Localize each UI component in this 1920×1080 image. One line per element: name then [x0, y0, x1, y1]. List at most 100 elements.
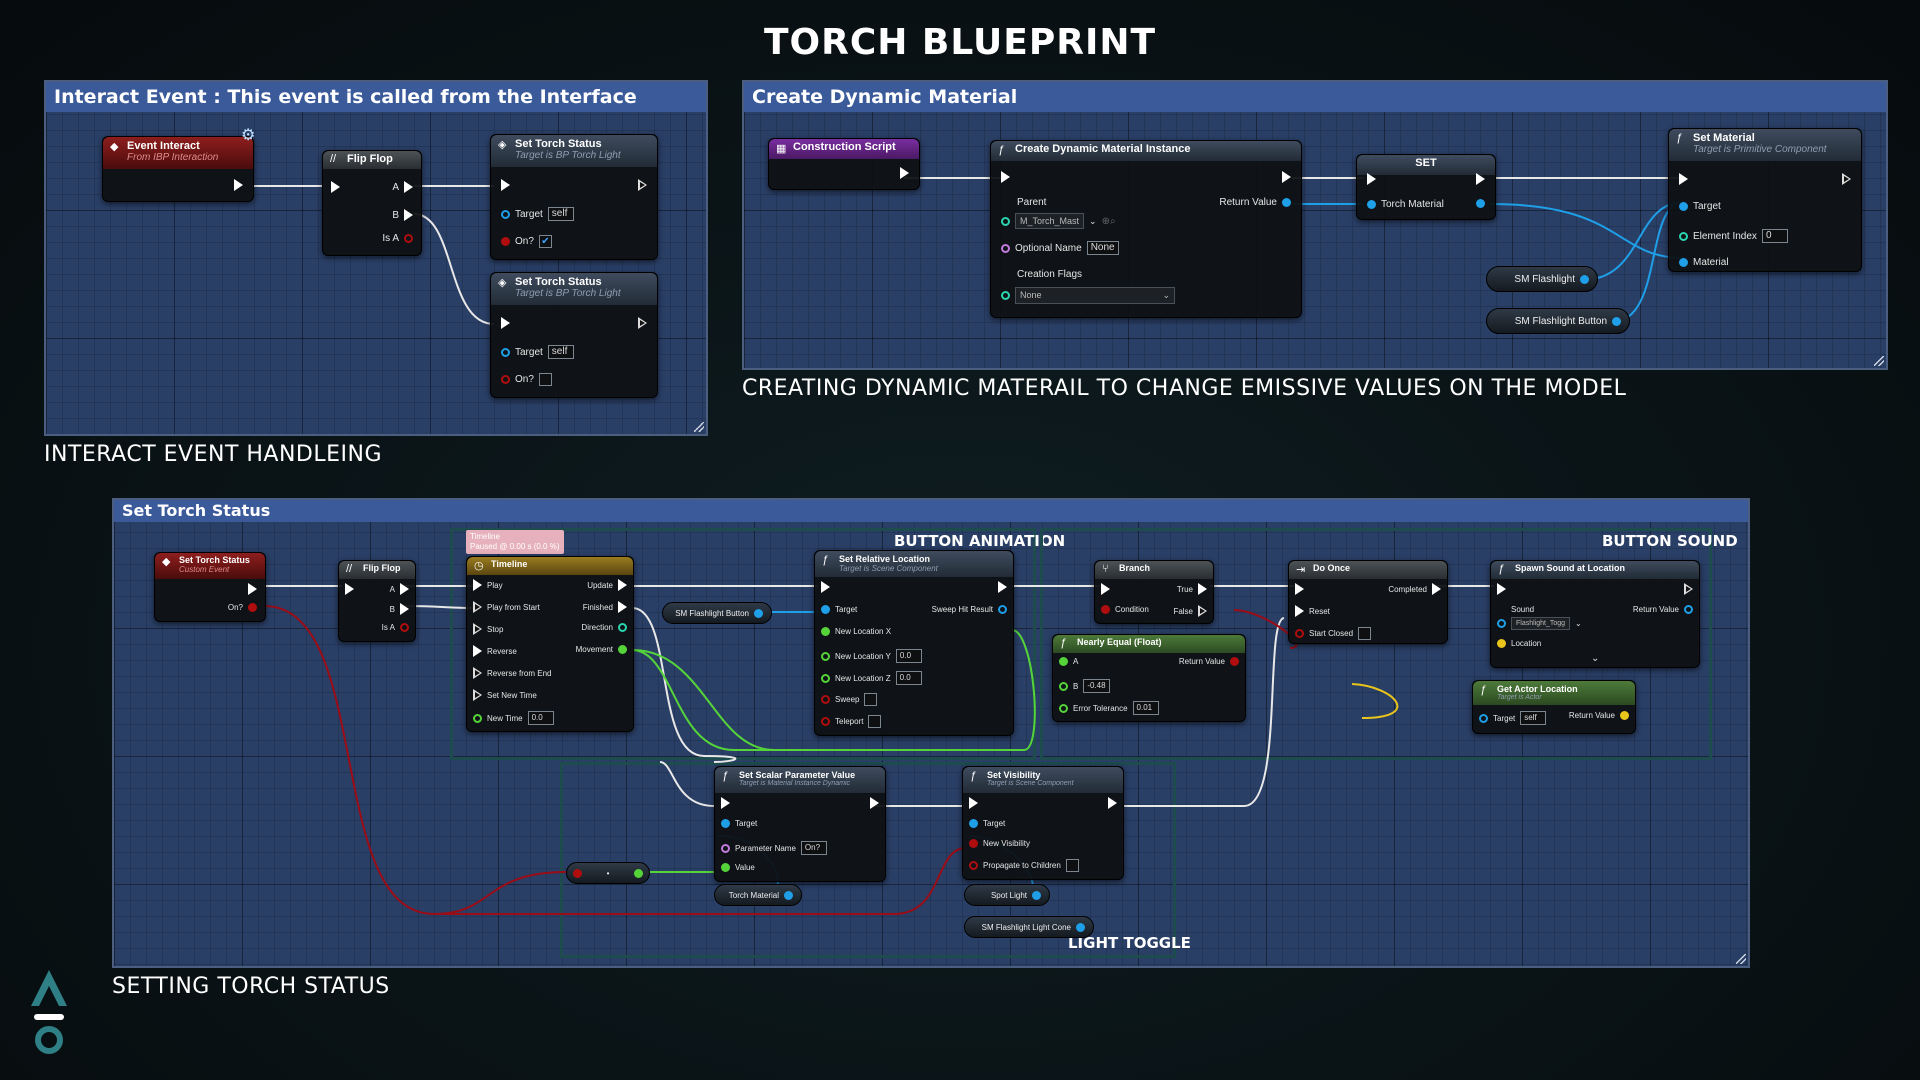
y-pin[interactable] [821, 651, 830, 661]
target-pin[interactable] [821, 605, 830, 614]
sweep-pin[interactable] [821, 695, 830, 704]
return-pin[interactable] [1282, 198, 1291, 207]
dynamic-material-panel[interactable]: Create Dynamic Material ▦ Construction S… [742, 80, 1888, 370]
y-field[interactable]: 0.0 [895, 649, 922, 663]
set-torch-status-off-node[interactable]: ◈ Set Torch Status Target is BP Torch Li… [490, 272, 658, 398]
exec-b-pin[interactable] [400, 603, 409, 615]
get-actor-location-node[interactable]: ƒ Get Actor Location Target is Actor Tar… [1472, 680, 1636, 734]
movement-pin[interactable] [618, 645, 627, 654]
exec-in-pin[interactable] [501, 179, 510, 191]
output-pin[interactable] [754, 608, 763, 618]
spawn-sound-node[interactable]: ƒ Spawn Sound at Location Sound Flashlig… [1490, 560, 1700, 668]
exec-in-pin[interactable] [1101, 583, 1110, 595]
start-closed-checkbox[interactable] [1358, 627, 1372, 640]
on-checkbox[interactable]: ✔ [538, 235, 552, 248]
true-pin[interactable] [1198, 583, 1207, 595]
target-pin[interactable] [501, 347, 510, 357]
location-pin[interactable] [1497, 639, 1506, 648]
stop-pin[interactable] [473, 623, 482, 635]
output-pin[interactable] [784, 890, 793, 900]
get-sm-flashlight-button[interactable]: SM Flashlight Button [1486, 308, 1630, 334]
propagate-pin[interactable] [969, 861, 978, 870]
nearly-equal-node[interactable]: ƒ Nearly Equal (Float) A Return Value B-… [1052, 634, 1246, 722]
tolerance-field[interactable]: 0.01 [1132, 701, 1159, 715]
exec-a-pin[interactable] [400, 583, 409, 595]
sweep-hit-pin[interactable] [998, 605, 1007, 614]
status-flip-flop-node[interactable]: // Flip Flop A B Is A [338, 560, 416, 642]
sound-dropdown[interactable]: Flashlight_Togg [1511, 617, 1571, 630]
completed-pin[interactable] [1432, 583, 1441, 595]
exec-a-pin[interactable] [404, 181, 413, 193]
exec-b-pin[interactable] [404, 209, 413, 221]
exec-out-pin[interactable] [1684, 583, 1693, 595]
flip-flop-node[interactable]: // Flip Flop A B Is A [322, 150, 422, 256]
isa-pin[interactable] [404, 234, 413, 243]
construction-script-node[interactable]: ▦ Construction Script [768, 138, 920, 190]
set-torch-status-on-node[interactable]: ◈ Set Torch Status Target is BP Torch Li… [490, 134, 658, 260]
teleport-pin[interactable] [821, 717, 830, 726]
set-scalar-parameter-node[interactable]: ƒ Set Scalar Parameter Value Target is M… [714, 766, 886, 882]
new-time-pin[interactable] [473, 713, 482, 723]
output-pin[interactable] [1580, 274, 1589, 284]
timeline-node[interactable]: ◷ Timeline Play Play from Start Stop Rev… [466, 556, 634, 732]
target-field[interactable]: self [1520, 711, 1547, 725]
get-spot-light[interactable]: Spot Light [964, 884, 1050, 906]
target-pin[interactable] [969, 819, 978, 828]
target-field[interactable]: self [547, 207, 574, 221]
a-pin[interactable] [1059, 657, 1068, 666]
exec-out-pin[interactable] [638, 317, 647, 329]
event-interact-node[interactable]: ◆ Event Interact From IBP Interaction ⚙ [102, 127, 255, 202]
target-field[interactable]: self [547, 345, 574, 359]
x-pin[interactable] [821, 627, 830, 636]
exec-in-pin[interactable] [1497, 583, 1506, 595]
element-index-field[interactable]: 0 [1761, 229, 1788, 243]
set-material-node[interactable]: ƒ Set Material Target is Primitive Compo… [1668, 128, 1862, 272]
exec-in-pin[interactable] [331, 181, 340, 193]
set-torch-status-panel[interactable]: Set Torch Status BUTTON ANIMATION BUTTON… [112, 498, 1750, 968]
exec-in-pin[interactable] [1001, 171, 1010, 183]
reverse-pin[interactable] [473, 645, 482, 657]
exec-out-pin[interactable] [900, 167, 909, 179]
isa-pin[interactable] [400, 623, 409, 632]
exec-in-pin[interactable] [721, 797, 730, 809]
output-pin[interactable] [634, 868, 643, 878]
exec-out-pin[interactable] [234, 179, 243, 191]
sound-pin[interactable] [1497, 619, 1506, 628]
input-pin[interactable] [573, 868, 582, 878]
select-float-node[interactable]: • [566, 862, 650, 884]
exec-out-pin[interactable] [870, 797, 879, 809]
output-pin[interactable] [1032, 890, 1041, 900]
exec-in-pin[interactable] [345, 583, 354, 595]
output-pin[interactable] [1612, 316, 1621, 326]
material-pin[interactable] [1679, 258, 1688, 267]
sweep-checkbox[interactable] [864, 693, 878, 706]
set-torch-material-node[interactable]: SET Torch Material [1356, 154, 1496, 220]
play-pin[interactable] [473, 579, 482, 591]
reverse-from-end-pin[interactable] [473, 667, 482, 679]
b-pin[interactable] [1059, 681, 1068, 691]
exec-out-pin[interactable] [1108, 797, 1117, 809]
browse-icon[interactable]: ⊕⌕ [1101, 215, 1116, 227]
exec-in-pin[interactable] [1367, 173, 1376, 185]
creation-flags-dropdown[interactable]: None⌄ [1015, 287, 1175, 304]
tolerance-pin[interactable] [1059, 703, 1068, 713]
play-from-start-pin[interactable] [473, 601, 482, 613]
on-checkbox[interactable] [538, 373, 552, 386]
condition-pin[interactable] [1101, 605, 1110, 614]
z-pin[interactable] [821, 673, 830, 683]
expand-chevron-icon[interactable]: ⌄ [1591, 653, 1600, 664]
exec-out-pin[interactable] [638, 179, 647, 191]
propagate-checkbox[interactable] [1065, 859, 1079, 872]
new-visibility-pin[interactable] [969, 839, 978, 848]
set-relative-location-node[interactable]: ƒ Set Relative Location Target is Scene … [814, 550, 1014, 736]
value-pin[interactable] [721, 863, 730, 872]
on-pin[interactable] [501, 237, 510, 246]
optional-name-field[interactable]: None [1086, 241, 1119, 255]
create-dynamic-material-node[interactable]: ƒ Create Dynamic Material Instance Paren… [990, 140, 1302, 318]
comment-button-sound[interactable] [1040, 528, 1712, 760]
exec-out-pin[interactable] [998, 581, 1007, 593]
exec-in-pin[interactable] [1679, 173, 1688, 185]
exec-in-pin[interactable] [501, 317, 510, 329]
set-new-time-pin[interactable] [473, 689, 482, 701]
start-closed-pin[interactable] [1295, 629, 1304, 638]
